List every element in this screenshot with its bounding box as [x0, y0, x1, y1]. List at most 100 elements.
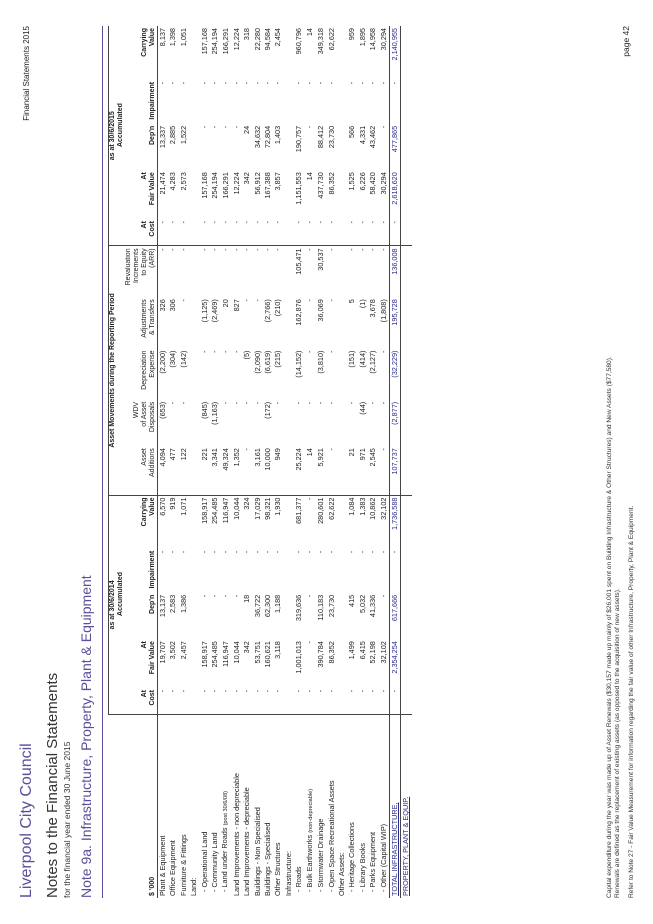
- value-cell: -: [368, 401, 378, 405]
- value-cell: -: [168, 219, 179, 246]
- row-label: - Operational Land: [200, 715, 210, 898]
- total-value-cell: -: [389, 79, 401, 124]
- col-2014-at-cost-header-line: At: [141, 689, 148, 698]
- section-row: Land:: [189, 26, 200, 898]
- page-number: page 42: [621, 26, 631, 57]
- total-value-cell: 2,140,955: [389, 26, 401, 80]
- section-row: Other Assets:: [336, 26, 348, 898]
- value-cell: 342: [242, 641, 252, 654]
- value-cell: 105,471: [294, 248, 304, 275]
- value-cell: (2,127): [368, 350, 378, 374]
- value-cell: 10,000: [263, 446, 274, 496]
- value-cell: 1,071: [178, 497, 188, 516]
- value-cell: -: [347, 81, 357, 85]
- empty-cell: [400, 297, 412, 349]
- value-cell: -: [210, 219, 221, 246]
- row-label: - Library Books: [358, 715, 368, 898]
- value-cell: (845): [199, 401, 209, 419]
- empty-cell: [284, 170, 294, 219]
- value-cell: 5,921: [316, 446, 327, 496]
- value-cell: -: [305, 125, 315, 129]
- empty-cell: [400, 26, 412, 80]
- value-cell: 30,537: [316, 248, 326, 271]
- value-cell: -: [157, 687, 169, 715]
- value-cell: -: [368, 81, 378, 85]
- value-cell: -: [304, 219, 317, 246]
- value-cell: 32,102: [378, 497, 388, 520]
- value-cell: 827: [231, 299, 241, 312]
- asset-additions-header-line: Asset: [141, 448, 148, 466]
- empty-cell: [284, 593, 294, 639]
- section-row: Infrastructure:: [283, 26, 295, 898]
- value-cell: 1,383: [357, 497, 367, 516]
- value-cell: -: [263, 248, 273, 251]
- footnote-renewals: Renewals are defined as the replacement …: [614, 588, 621, 898]
- value-cell: -: [263, 687, 274, 715]
- value-cell: 10,044: [231, 497, 241, 520]
- value-cell: 53,751: [252, 641, 262, 664]
- value-cell: 6,415: [357, 641, 367, 660]
- value-cell: 2,545: [368, 446, 379, 496]
- row-label-text: Buildings - Specialised: [263, 822, 273, 896]
- value-cell: 318: [242, 28, 252, 41]
- value-cell: -: [368, 219, 379, 246]
- empty-cell: [189, 124, 199, 170]
- row-label: Buildings - Non Specialised: [253, 715, 263, 898]
- empty-cell: [400, 123, 412, 171]
- value-cell: -: [231, 248, 241, 251]
- row-label: Furniture & Fittings: [179, 715, 189, 898]
- total-value-cell: 1,736,588: [389, 495, 401, 549]
- depreciation-expense-header-line: Expense: [149, 350, 156, 378]
- value-cell: -: [199, 248, 209, 251]
- value-cell: 13,137: [158, 594, 167, 618]
- value-cell: 1,352: [231, 446, 243, 496]
- row-label: Office Equipment: [168, 715, 178, 898]
- value-cell: 306: [168, 299, 178, 312]
- value-cell: (414): [357, 350, 367, 368]
- value-cell: 160,621: [263, 641, 273, 668]
- value-cell: -: [273, 248, 283, 251]
- value-cell: -: [252, 219, 264, 246]
- value-cell: 2,885: [168, 125, 178, 145]
- total-value-cell: 477,865: [389, 123, 401, 171]
- row-label-text: Other Assets:: [336, 852, 346, 896]
- adjustments-transfers-header-line: Adjustments: [141, 299, 148, 338]
- value-cell: -: [378, 401, 388, 405]
- value-cell: 86,352: [326, 641, 336, 664]
- empty-cell: [400, 79, 412, 124]
- empty-cell: [189, 80, 199, 124]
- empty-cell: [337, 593, 347, 639]
- value-cell: -: [378, 350, 388, 353]
- header-spacer: [109, 715, 118, 898]
- value-cell: 88,412: [316, 125, 326, 149]
- value-cell: 116,947: [220, 497, 230, 524]
- value-cell: 25,224: [294, 446, 305, 496]
- units-label: $ '000: [125, 714, 158, 898]
- value-cell: -: [273, 81, 283, 85]
- value-cell: -: [305, 248, 315, 251]
- header-spacer: [117, 26, 125, 80]
- value-cell: -: [231, 219, 243, 246]
- row-label: - Parks Equipment: [368, 715, 378, 898]
- empty-cell: [336, 687, 348, 715]
- value-cell: 1,930: [273, 497, 283, 516]
- value-cell: -: [326, 350, 336, 353]
- value-cell: -: [220, 248, 230, 251]
- row-label-text: - Roads: [294, 866, 304, 892]
- header-spacer: [117, 245, 125, 496]
- value-cell: 3,161: [252, 446, 264, 496]
- total-value-cell: -: [389, 687, 401, 715]
- value-cell: 5,032: [357, 594, 367, 614]
- total-label-line-2: PROPERTY, PLANT & EQUIP.: [400, 714, 412, 898]
- empty-cell: [189, 170, 199, 219]
- value-cell: -: [210, 81, 220, 85]
- value-cell: -: [178, 401, 188, 405]
